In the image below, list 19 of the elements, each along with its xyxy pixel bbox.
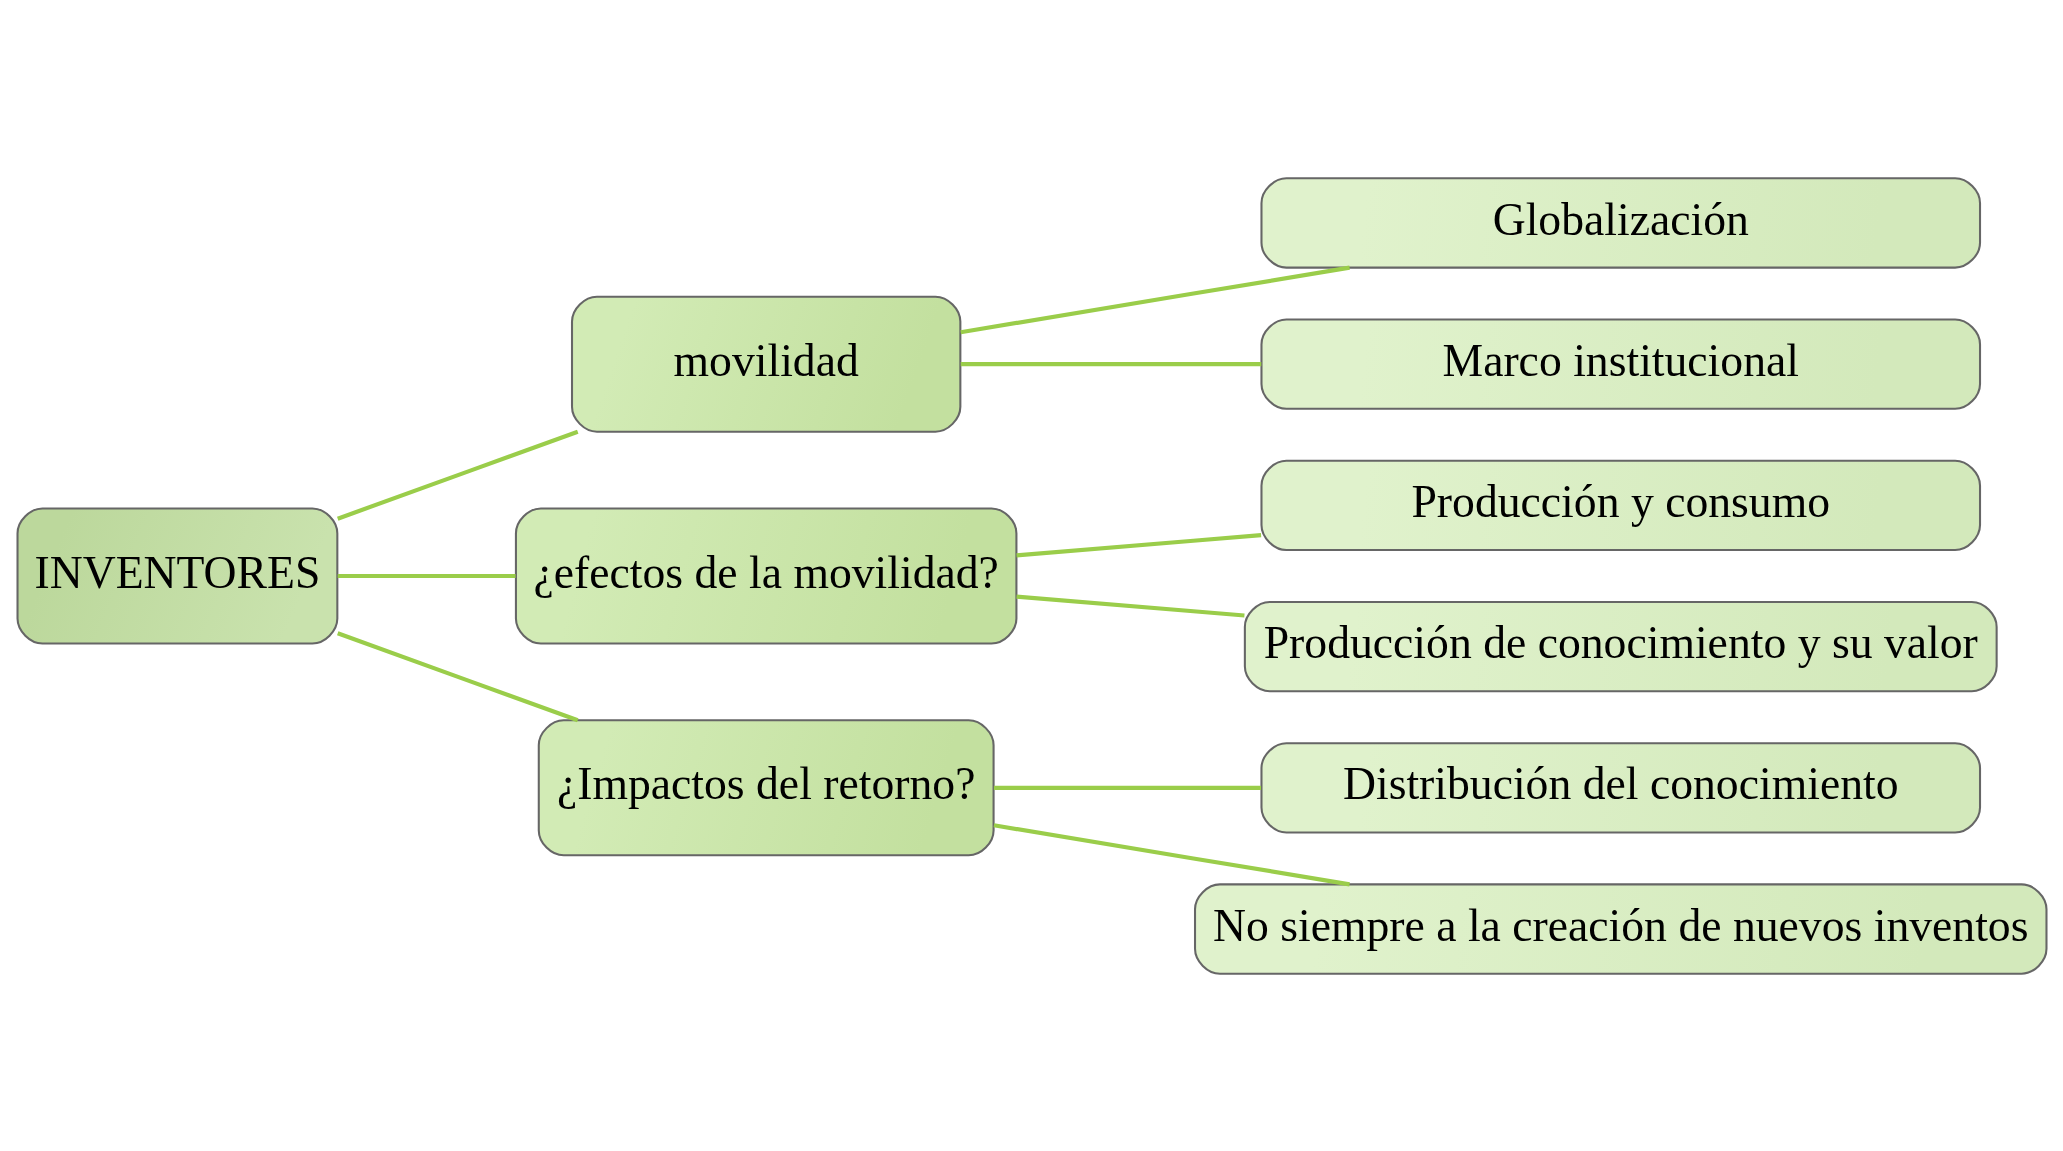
connector bbox=[1015, 594, 1245, 618]
node-box: INVENTORES bbox=[16, 506, 338, 645]
node-box: ¿Impactos del retorno? bbox=[537, 718, 995, 856]
node-box: Marco institucional bbox=[1259, 317, 1981, 410]
connector bbox=[337, 573, 516, 578]
connector bbox=[993, 785, 1261, 790]
node-box: ¿efectos de la movilidad? bbox=[514, 506, 1017, 645]
connector bbox=[960, 361, 1261, 366]
node-box: Producción de conocimiento y su valor bbox=[1243, 600, 1998, 692]
connector bbox=[336, 429, 578, 521]
node-box: Producción y consumo bbox=[1259, 459, 1981, 551]
connector bbox=[993, 822, 1350, 886]
node-box: No siempre a la creación de nuevos inventos bbox=[1193, 882, 2047, 975]
connector bbox=[336, 630, 578, 722]
node-box: movilidad bbox=[570, 295, 961, 433]
node-box: Globalización bbox=[1259, 176, 1981, 269]
node-box: Distribución del conocimiento bbox=[1259, 741, 1981, 833]
connector bbox=[959, 265, 1350, 334]
connector bbox=[1015, 532, 1261, 557]
